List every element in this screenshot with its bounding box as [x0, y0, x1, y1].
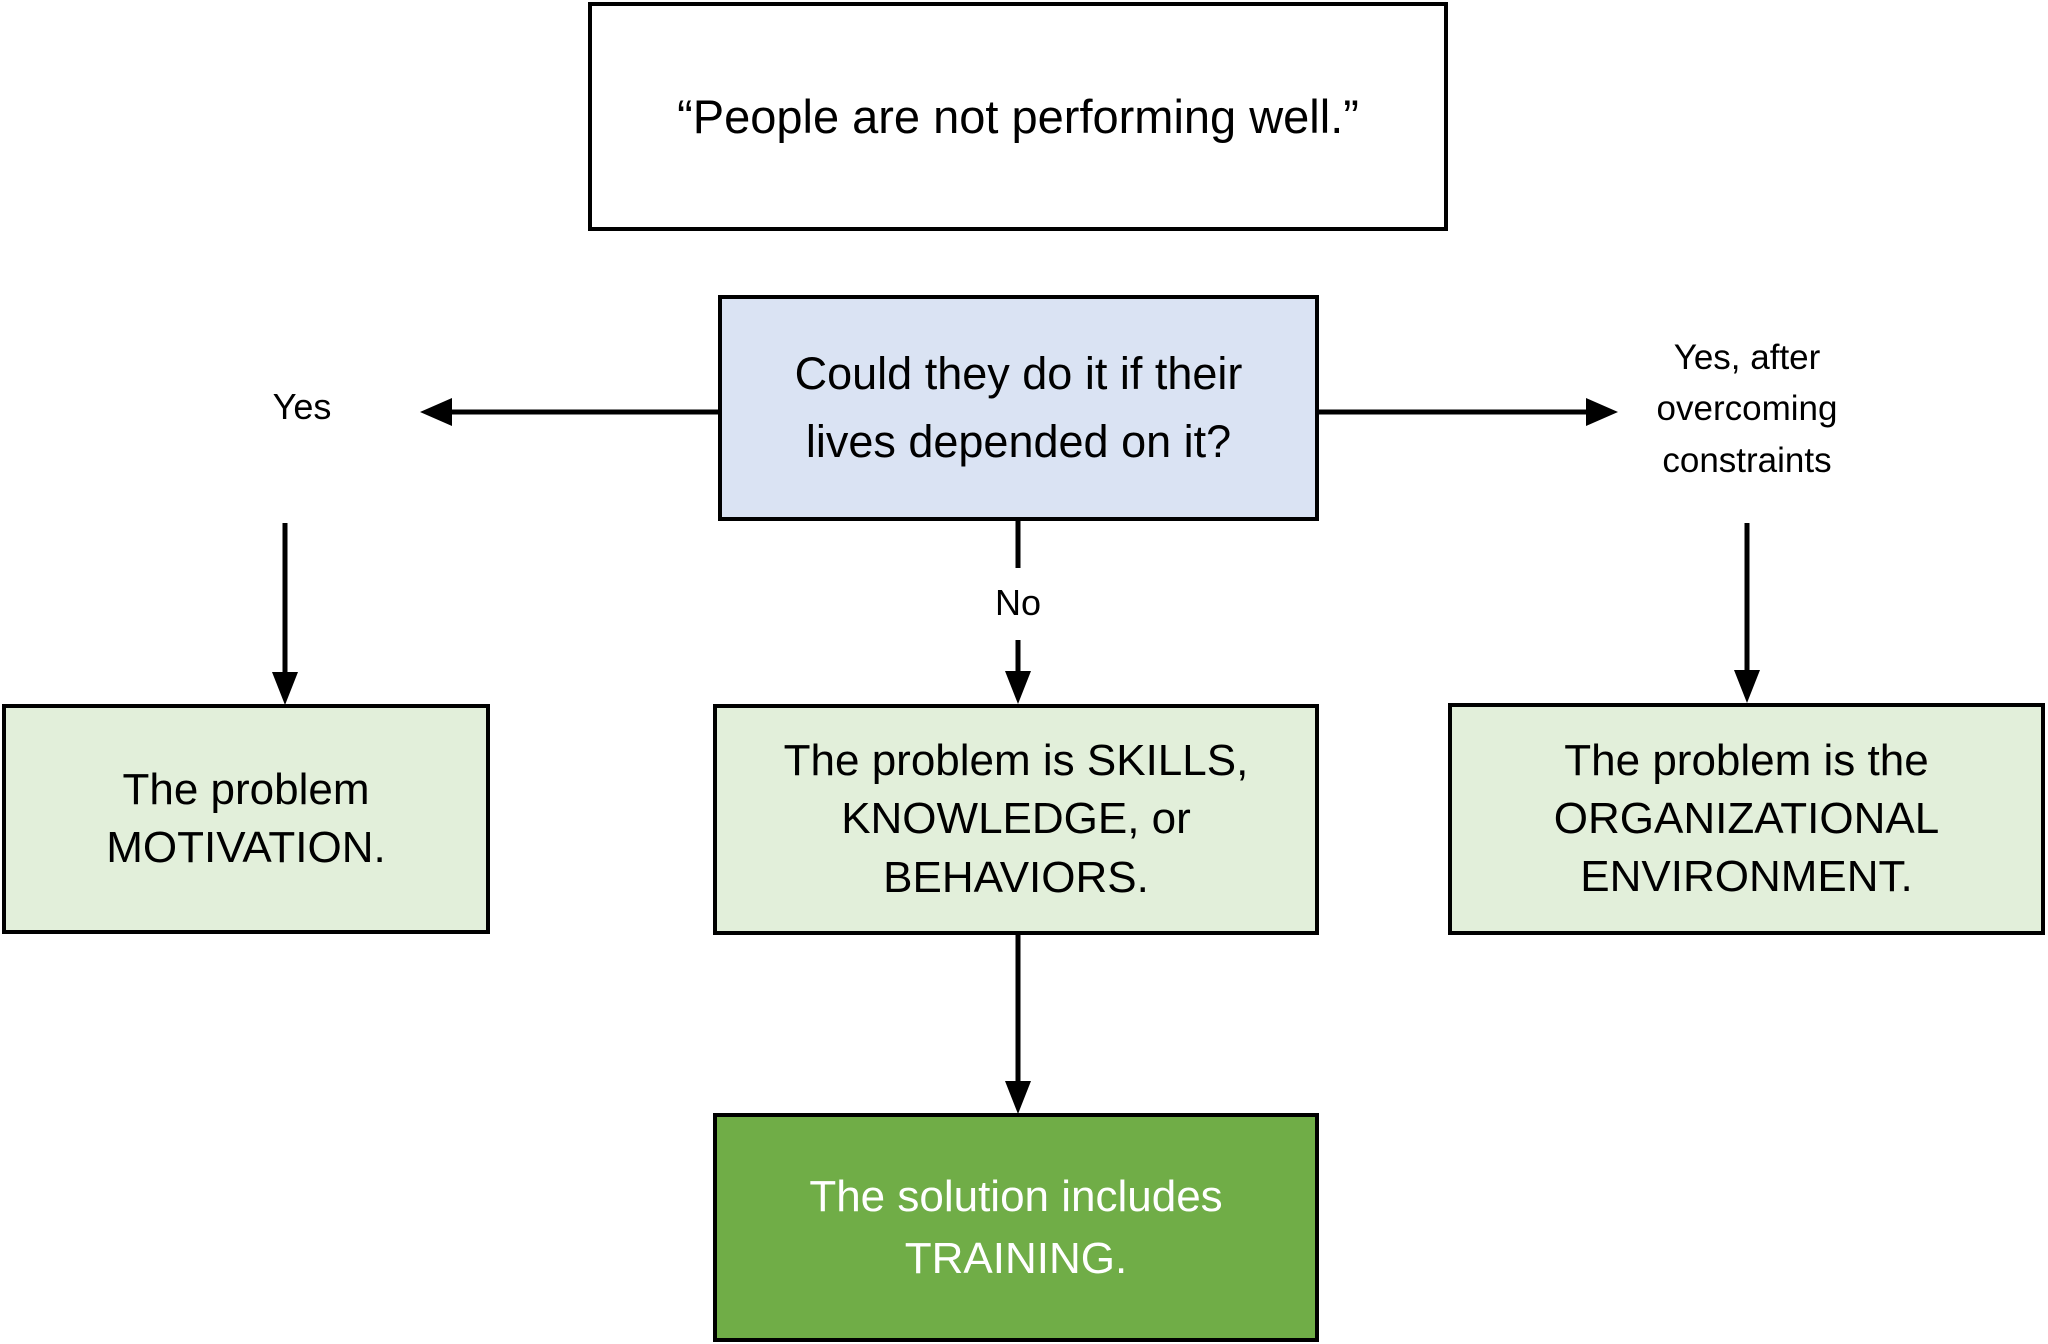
solution-box: The solution includes TRAINING. [713, 1113, 1319, 1342]
question-text: Could they do it if their lives depended… [794, 347, 1243, 467]
motivation-outcome-box: The problem MOTIVATION. [2, 704, 490, 934]
arrow-solution-down [1005, 935, 1031, 1114]
arrow-yes-down [272, 523, 298, 705]
environment-text: The problem is the ORGANIZATIONAL ENVIRO… [1553, 735, 1940, 902]
question-box: Could they do it if their lives depended… [718, 295, 1319, 521]
environment-outcome-box: The problem is the ORGANIZATIONAL ENVIRO… [1448, 703, 2045, 935]
skills-text: The problem is SKILLS, KNOWLEDGE, or BEH… [783, 736, 1249, 902]
yes-label: Yes [272, 386, 332, 427]
no-label: No [994, 582, 1042, 623]
motivation-text: The problem MOTIVATION. [106, 764, 386, 872]
statement-box: “People are not performing well.” [588, 2, 1448, 231]
yes-after-constraints-label: Yes, after overcoming constraints [1656, 338, 1838, 480]
statement-text: “People are not performing well.” [677, 90, 1359, 143]
solution-text: The solution includes TRAINING. [809, 1171, 1223, 1283]
arrow-constraints-down [1734, 523, 1760, 703]
arrow-yes-left [420, 398, 718, 426]
arrow-no-down [1005, 640, 1031, 704]
skills-outcome-box: The problem is SKILLS, KNOWLEDGE, or BEH… [713, 704, 1319, 935]
arrow-constraints-right [1319, 398, 1618, 426]
